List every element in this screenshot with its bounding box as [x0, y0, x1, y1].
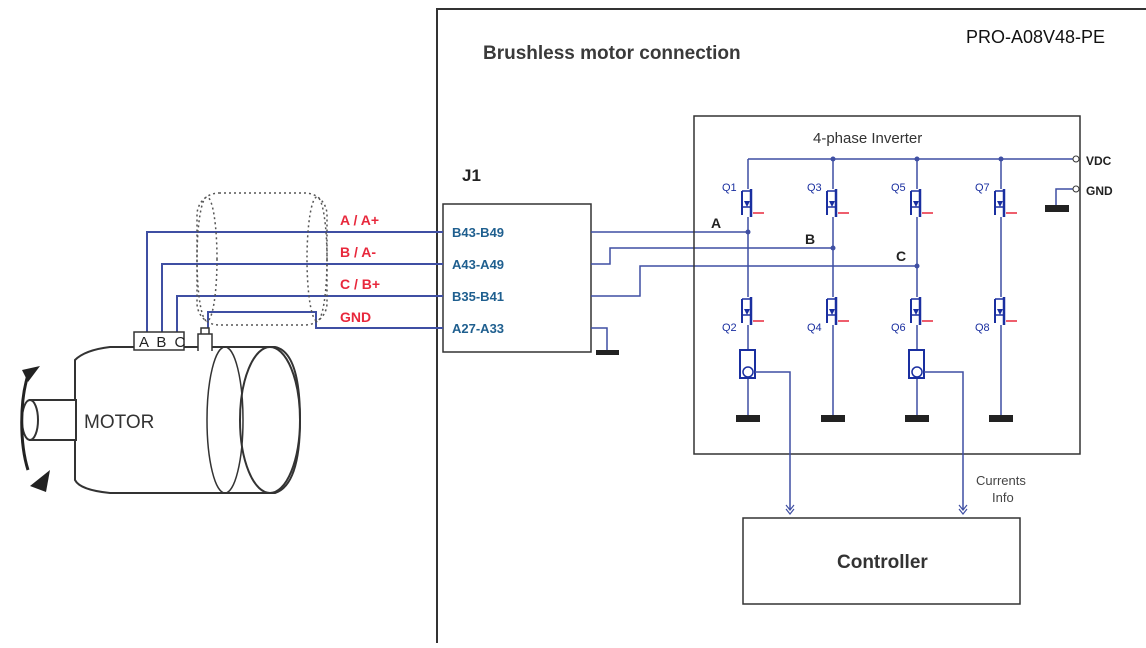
pin-label-b43-b49: B43-B49: [452, 225, 504, 240]
transistor-symbol: [741, 189, 764, 217]
currents-label-line1: Currents: [976, 473, 1026, 488]
transistor-label: Q3: [807, 182, 822, 194]
wire-label-gnd: GND: [340, 309, 371, 325]
motor-terminal-block: [133, 331, 185, 351]
current-sense-arrows: [785, 504, 968, 515]
phase-label-b: B: [805, 231, 815, 247]
controller-label: Controller: [837, 552, 928, 573]
current-sensor-2: [911, 366, 923, 378]
transistor-label: Q7: [975, 182, 990, 194]
motor-terminal-labels: A B C: [139, 334, 187, 351]
pin-label-b35-b41: B35-B41: [452, 289, 504, 304]
wire-label-a: A / A+: [340, 212, 379, 228]
transistor-label: Q5: [891, 182, 906, 194]
transistor-label: Q8: [975, 322, 990, 334]
phase-label-a: A: [711, 215, 721, 231]
motor-label: MOTOR: [84, 412, 154, 433]
transistor-symbol: [826, 297, 849, 325]
transistor-label: Q2: [722, 322, 737, 334]
motor: MOTOR A B C: [20, 327, 302, 494]
inverter-wires: [591, 231, 917, 350]
supply-label-vdc: VDC: [1086, 154, 1112, 168]
junction-dots: [745, 156, 1004, 269]
supply-ground-symbol: [1045, 205, 1069, 212]
pin-label-a27-a33: A27-A33: [452, 321, 504, 336]
controller-box: [742, 517, 1021, 605]
transistor-label: Q4: [807, 322, 822, 334]
phase-label-c: C: [896, 248, 906, 264]
cable-shield: [196, 192, 328, 326]
wire-label-b: B / A-: [340, 244, 376, 260]
transistor-symbol: [910, 189, 933, 217]
transistor-label: Q1: [722, 182, 737, 194]
gnd-rail: [1055, 188, 1073, 205]
currents-label-line2: Info: [992, 490, 1014, 505]
current-sensor-1: [742, 366, 754, 378]
supply-label-gnd: GND: [1086, 184, 1113, 198]
motor-ground-lug: [197, 327, 213, 351]
diagram-title: Brushless motor connection: [483, 43, 741, 64]
pin-label-a43-a49: A43-A49: [452, 257, 504, 272]
rotation-arrow-head: [30, 470, 50, 492]
transistor-label: Q6: [891, 322, 906, 334]
j1-connector-box: [442, 203, 592, 353]
inverter-box: [693, 115, 1081, 455]
transistor-symbol: [910, 297, 933, 325]
transistor-symbol: [994, 189, 1017, 217]
gnd-terminal: [1072, 185, 1080, 193]
current-sense-lines: [755, 371, 964, 510]
connector-label: J1: [462, 166, 481, 185]
inverter-title: 4-phase Inverter: [813, 130, 922, 147]
j1-ground-symbol: [596, 350, 619, 355]
transistor-symbol: [994, 297, 1017, 325]
vdc-terminal: [1072, 155, 1080, 163]
transistor-symbol: [826, 189, 849, 217]
wire-label-c: C / B+: [340, 276, 380, 292]
model-label: PRO-A08V48-PE: [966, 27, 1105, 47]
leg-grounds: [736, 415, 1013, 422]
transistor-symbol: [741, 297, 764, 325]
motor-wires: [146, 231, 443, 332]
